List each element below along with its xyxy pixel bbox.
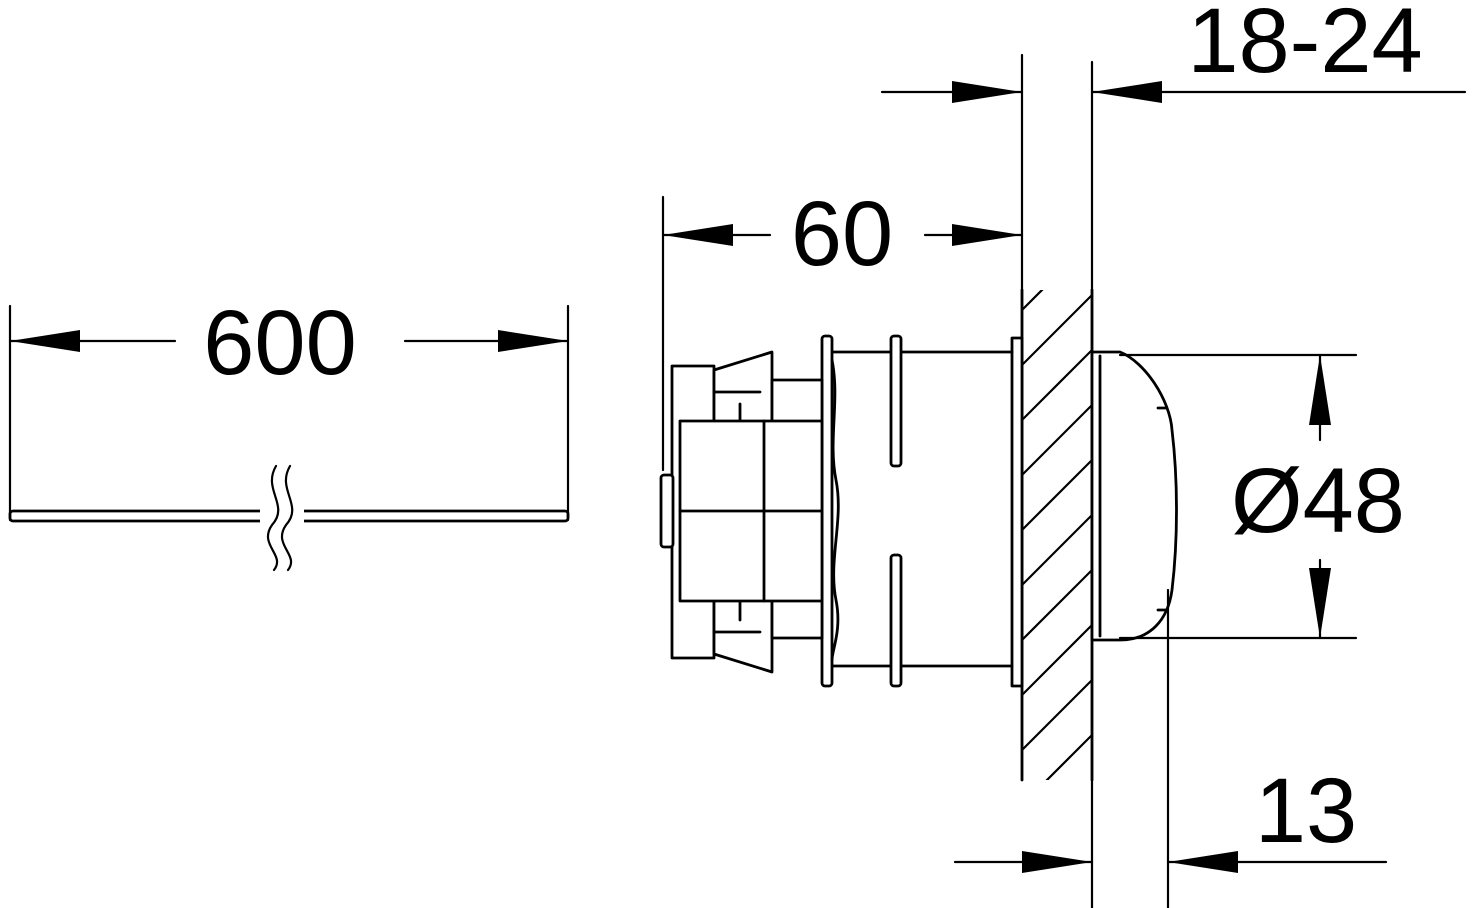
dimension-60: 60: [791, 183, 893, 285]
push-button: [1090, 350, 1178, 642]
button-assembly-view: 60 18-24: [659, 0, 1467, 908]
arrow-right-icon: [498, 330, 568, 352]
cable: [8, 500, 570, 532]
arrow-right-icon: [1022, 851, 1092, 873]
break-symbol-icon: [266, 464, 280, 572]
wall-section: [1020, 288, 1094, 782]
arrow-left-icon: [10, 330, 80, 352]
arrow-left-icon: [1092, 81, 1162, 103]
arrow-right-icon: [952, 224, 1022, 246]
arrow-down-icon: [1309, 568, 1331, 638]
arrow-left-icon: [663, 224, 733, 246]
arrow-up-icon: [1309, 355, 1331, 425]
mounting-body: [820, 334, 1024, 688]
cable-view: 600: [8, 292, 570, 572]
dimension-18-24: 18-24: [1187, 0, 1422, 92]
arrow-left-icon: [1168, 851, 1238, 873]
arrow-right-icon: [952, 81, 1022, 103]
pneumatic-connector: [659, 350, 824, 674]
dimension-600: 600: [203, 292, 357, 394]
dimension-13: 13: [1255, 760, 1357, 862]
dimension-diameter-48: Ø48: [1231, 450, 1405, 552]
